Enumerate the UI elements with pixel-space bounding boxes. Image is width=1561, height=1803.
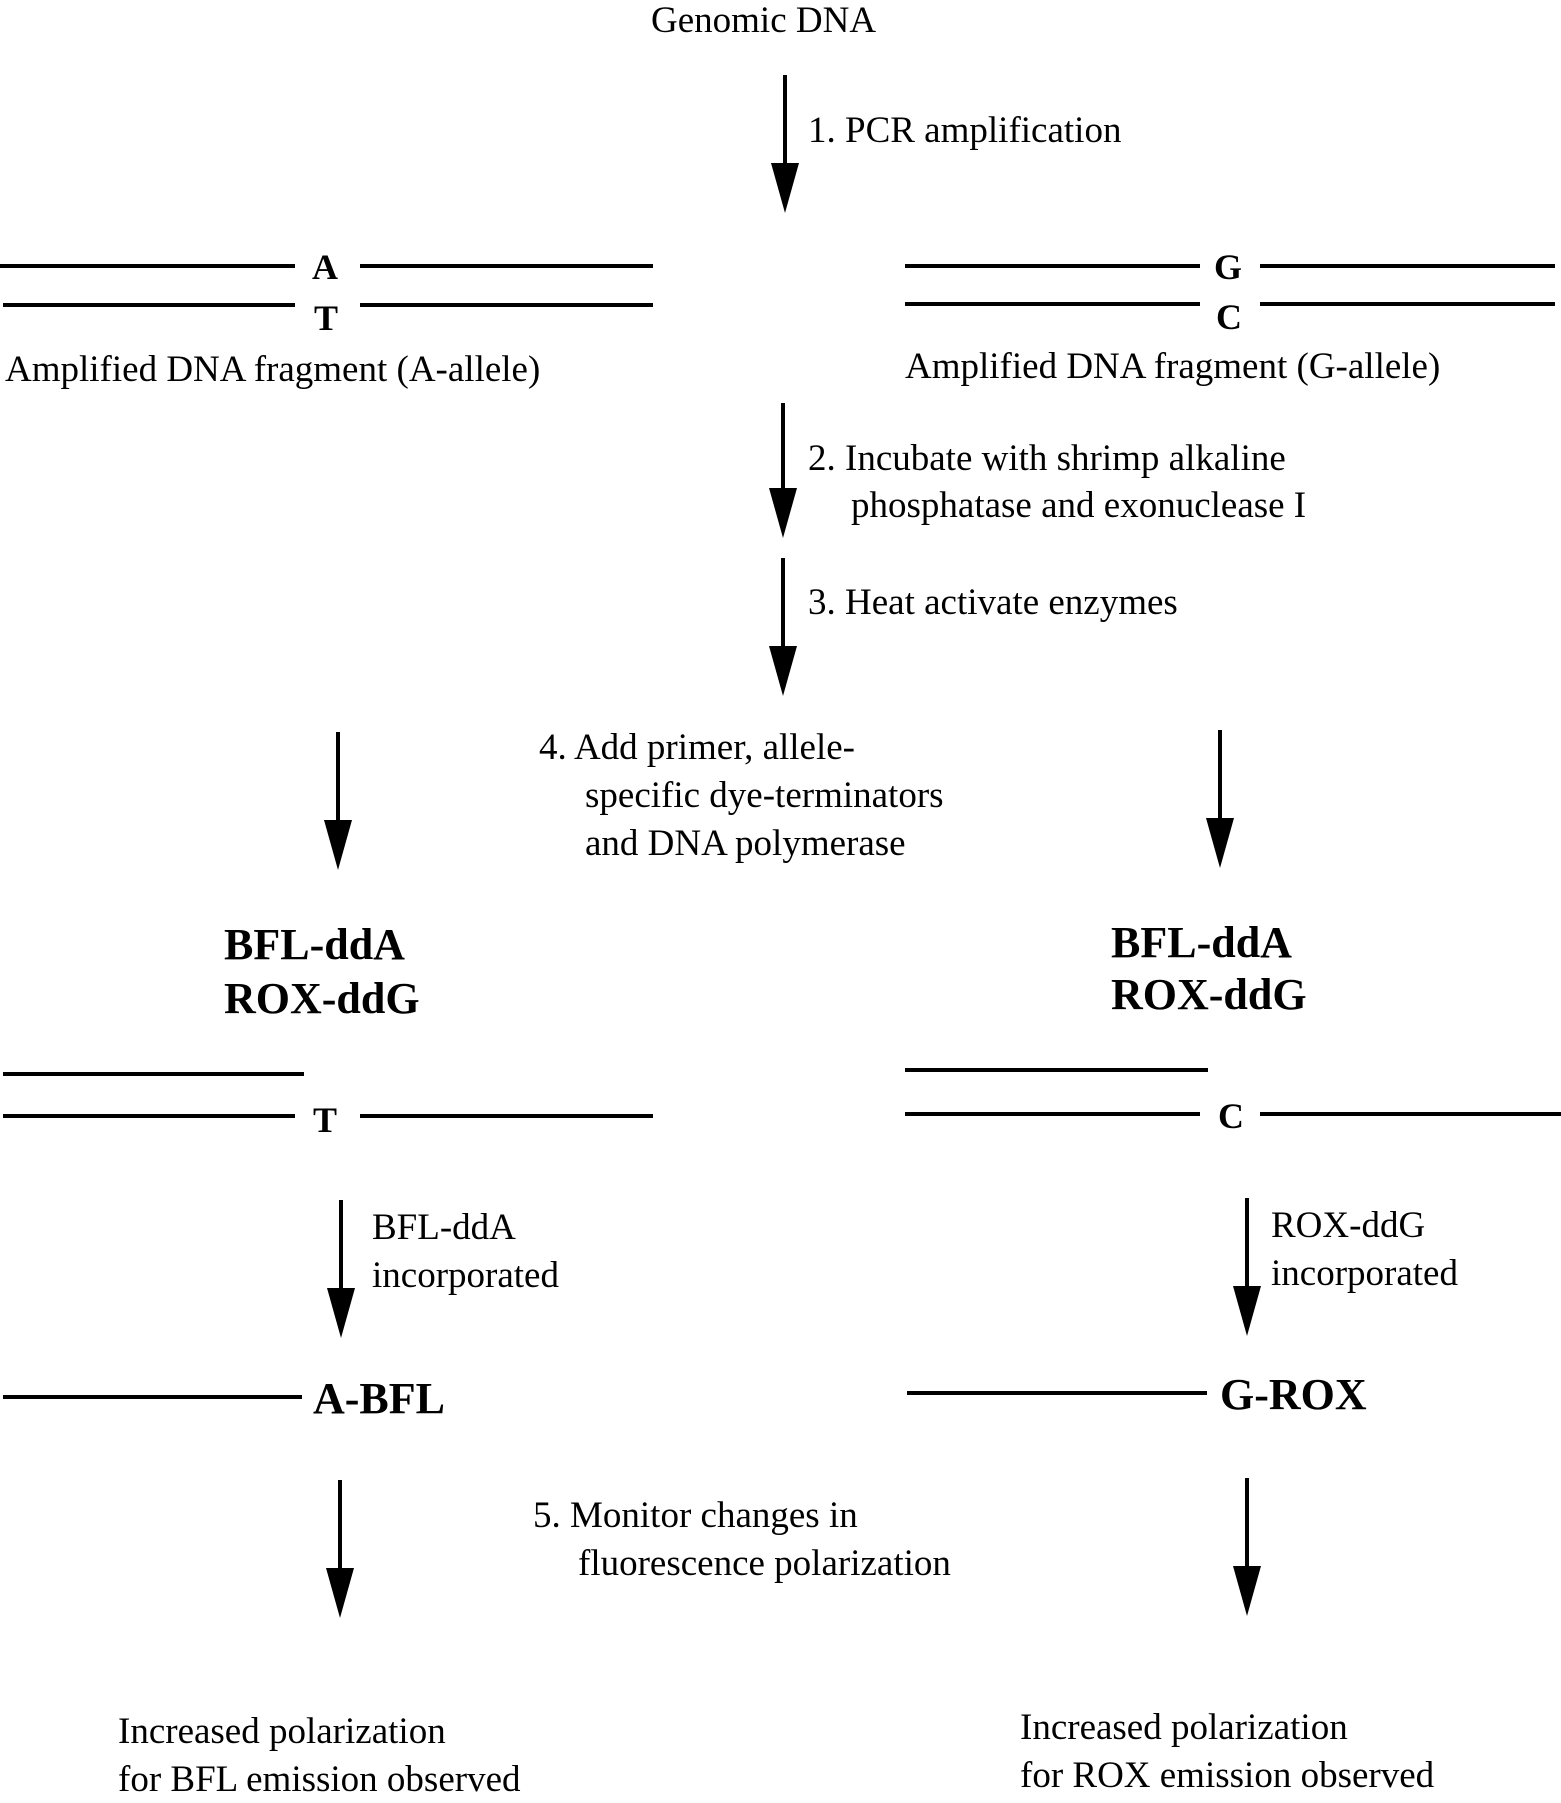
right-template-base: C (1218, 1096, 1244, 1136)
arrow-step4-right (1206, 730, 1234, 868)
right-product-label: G-ROX (1220, 1370, 1367, 1419)
left-primer-template (3, 1072, 653, 1118)
right-incorporated-line1: ROX-ddG (1271, 1205, 1426, 1246)
right-fragment-label: Amplified DNA fragment (G-allele) (905, 346, 1441, 387)
step4-label-line2: specific dye-terminators (585, 775, 944, 816)
arrow-step5-left (326, 1480, 354, 1618)
left-incorporated-line2: incorporated (372, 1255, 559, 1296)
step5-label-line1: 5. Monitor changes in (533, 1495, 858, 1536)
right-bottom-base: C (1216, 297, 1242, 337)
left-template-base: T (313, 1100, 338, 1140)
arrow-incorporation-right (1233, 1198, 1261, 1336)
arrow-step3 (769, 558, 797, 696)
step3-label: 3. Heat activate enzymes (808, 582, 1178, 623)
arrow-step2 (769, 403, 797, 538)
right-terminator-bfl: BFL-ddA (1111, 918, 1292, 967)
step4-label-line1: 4. Add primer, allele- (539, 727, 855, 768)
left-terminator-rox: ROX-ddG (224, 974, 420, 1023)
left-result-line1: Increased polarization (118, 1711, 446, 1752)
left-result-line2: for BFL emission observed (118, 1759, 521, 1800)
step2-label-line1: 2. Incubate with shrimp alkaline (808, 438, 1286, 479)
step4-label-line3: and DNA polymerase (585, 823, 906, 864)
arrow-step4-left (324, 732, 352, 870)
right-duplex (905, 264, 1555, 306)
left-fragment-label: Amplified DNA fragment (A-allele) (5, 349, 541, 390)
arrow-step5-right (1233, 1478, 1261, 1616)
right-terminator-rox: ROX-ddG (1111, 970, 1307, 1019)
left-bottom-base: T (314, 298, 339, 338)
right-result-line1: Increased polarization (1020, 1707, 1348, 1748)
left-duplex (0, 264, 653, 307)
left-incorporated-line1: BFL-ddA (372, 1207, 516, 1248)
arrow-incorporation-left (327, 1200, 355, 1338)
left-product-label: A-BFL (313, 1374, 445, 1423)
left-terminator-bfl: BFL-ddA (224, 920, 405, 969)
title-genomic-dna: Genomic DNA (651, 0, 877, 41)
right-result-line2: for ROX emission observed (1020, 1755, 1435, 1796)
arrow-step1 (771, 75, 799, 213)
step2-label-line2: phosphatase and exonuclease I (851, 485, 1307, 526)
step5-label-line2: fluorescence polarization (578, 1543, 951, 1584)
left-top-base: A (312, 247, 338, 287)
step1-label: 1. PCR amplification (808, 110, 1122, 151)
right-incorporated-line2: incorporated (1271, 1253, 1458, 1294)
right-primer-template (905, 1068, 1561, 1116)
right-top-base: G (1214, 247, 1243, 287)
